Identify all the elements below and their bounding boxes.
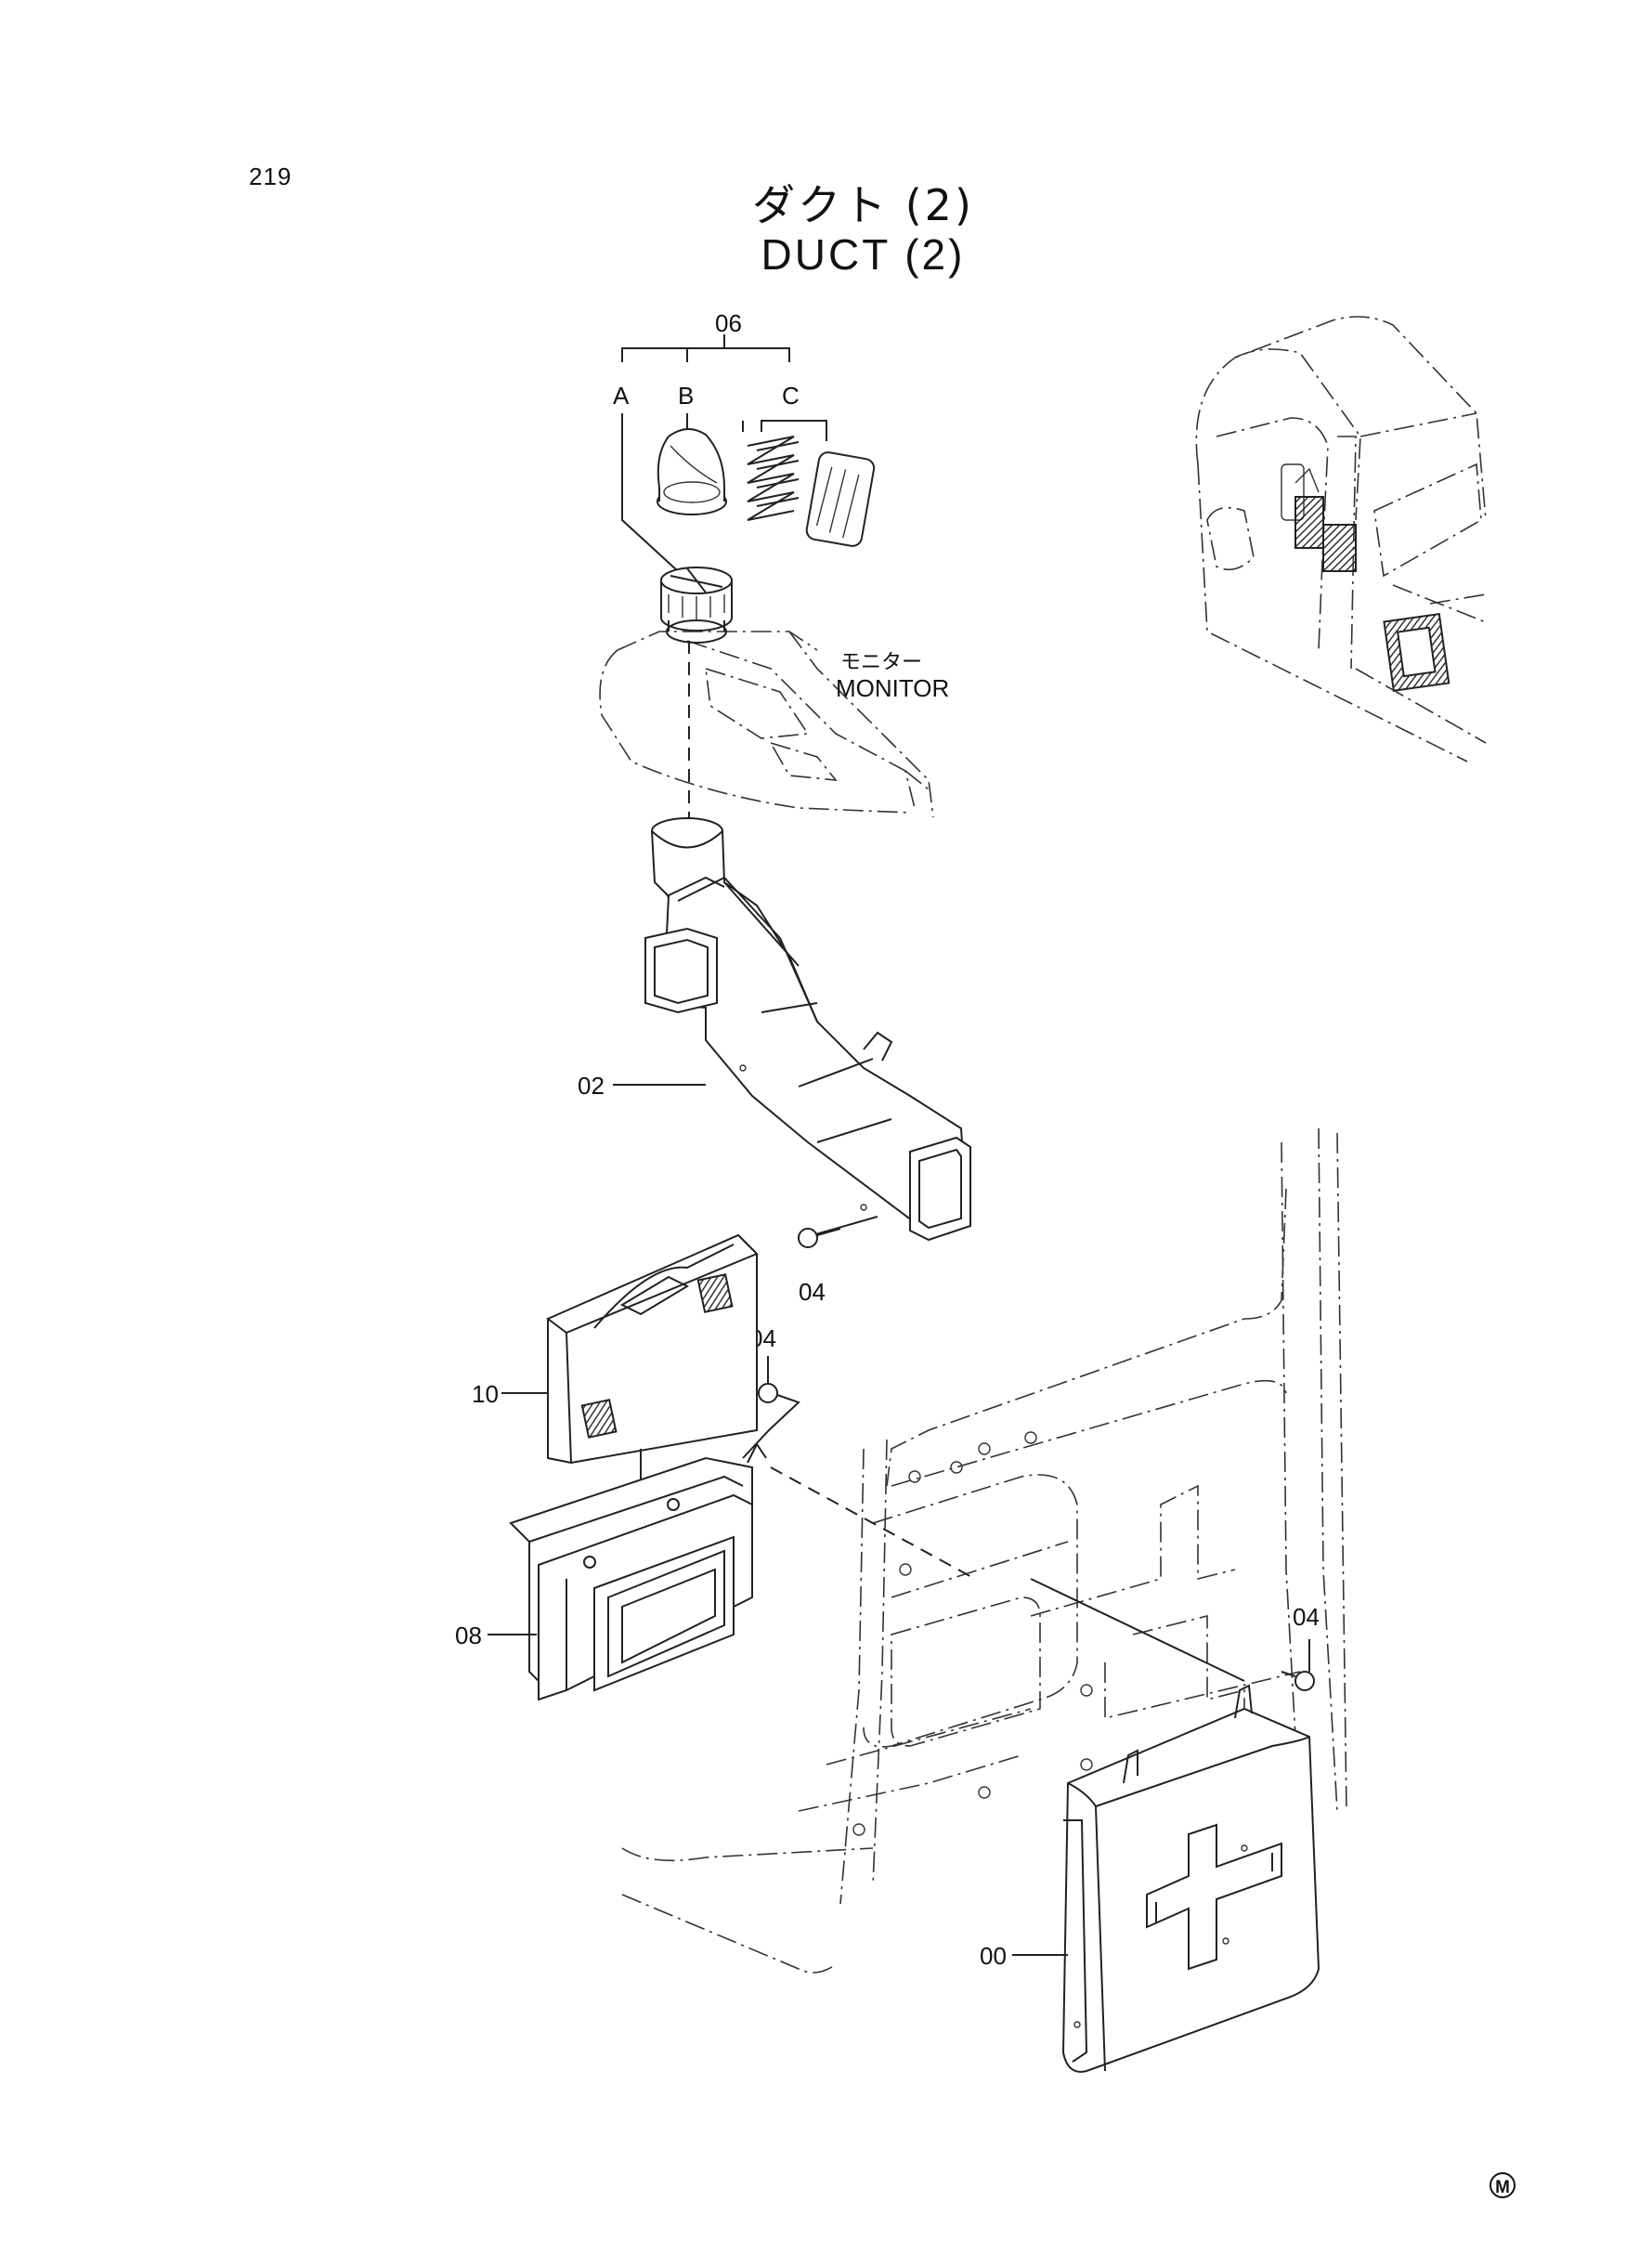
monitor-label-jp: モニター: [840, 651, 922, 674]
callout-c-label: C: [782, 382, 800, 410]
cab-inset-view: [1195, 316, 1487, 762]
filter-part-10: [546, 1233, 759, 1465]
callout-08-label: 08: [455, 1622, 482, 1649]
callout-b-label: B: [678, 382, 694, 410]
circled-m-mark: M: [1489, 2172, 1515, 2198]
round-vent-part-a: [660, 567, 733, 632]
bolt-04-middle: [742, 1356, 800, 1459]
callout-02-label: 02: [578, 1072, 605, 1100]
title-english: DUCT (2): [761, 229, 966, 279]
assembly-line-cover: [1030, 1578, 1245, 1682]
monitor-label-en: MONITOR: [836, 674, 949, 702]
monitor-console: [599, 619, 934, 818]
callout-04-a-label: 04: [799, 1278, 826, 1306]
duct-part-02: [644, 817, 971, 1242]
callout-00-label: 00: [980, 1942, 1007, 1970]
callout-04-c-label: 04: [1293, 1603, 1320, 1631]
assembly-line-frame: [770, 1466, 976, 1580]
title-japanese: ダクト (2): [752, 180, 974, 230]
nozzle-part-b: [657, 428, 727, 515]
callout-06-bracket: [621, 334, 827, 572]
bolt-04-right: [1281, 1639, 1315, 1691]
bolt-04-upper: [798, 1216, 878, 1248]
page-title: ダクト (2) DUCT (2): [0, 181, 1652, 280]
cover-part-00: [1061, 1684, 1320, 2073]
callout-a-label: A: [613, 382, 630, 410]
callout-06-label: 06: [715, 309, 742, 337]
callout-10-label: 10: [472, 1380, 499, 1408]
louver-part-c: [747, 436, 876, 547]
page-number: 219: [249, 163, 293, 190]
frame-part-08: [509, 1442, 767, 1701]
circled-m-text: M: [1495, 2178, 1510, 2197]
